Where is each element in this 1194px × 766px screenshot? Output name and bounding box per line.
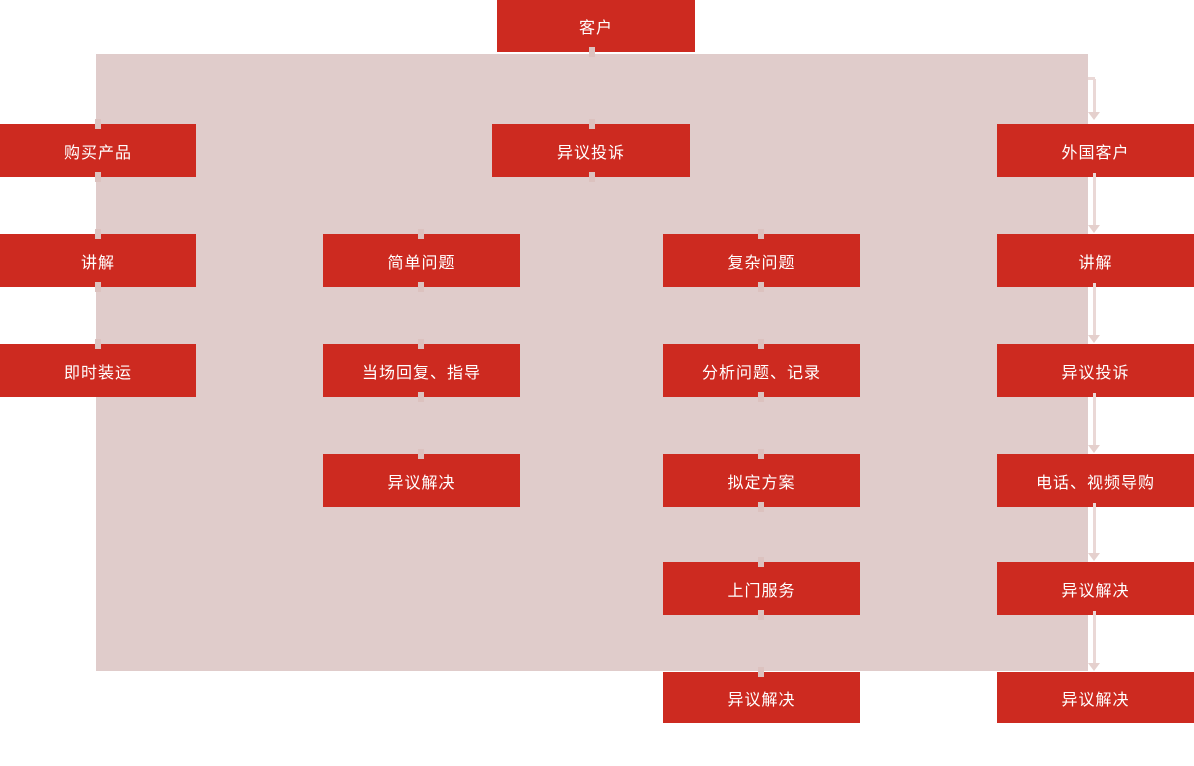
connector-right-4 [1093, 503, 1096, 553]
connector-stub [758, 557, 764, 567]
connector-stub [758, 667, 764, 677]
connector-stub [589, 119, 595, 129]
node-label: 拟定方案 [727, 474, 796, 492]
node-label: 外国客户 [1061, 144, 1130, 162]
connector-stub [418, 339, 424, 349]
node-label: 上门服务 [727, 582, 796, 600]
node-complex-problem[interactable]: 复杂问题 [663, 234, 860, 287]
connector-stub [95, 172, 101, 182]
connector-stub [758, 449, 764, 459]
connector-elbow-vertical [1093, 79, 1096, 112]
connector-stub [418, 282, 424, 292]
node-label: 讲解 [80, 254, 115, 272]
node-onsite-reply-guidance[interactable]: 当场回复、指导 [323, 344, 520, 397]
node-customer[interactable]: 客户 [497, 0, 695, 52]
node-objection-complaint-center[interactable]: 异议投诉 [492, 124, 690, 177]
connector-right-1 [1093, 173, 1096, 225]
node-label: 异议解决 [387, 474, 456, 492]
node-label: 购买产品 [63, 144, 132, 162]
node-simple-problem[interactable]: 简单问题 [323, 234, 520, 287]
arrow-down-icon [1088, 445, 1100, 453]
connector-right-5 [1093, 611, 1096, 663]
connector-stub [758, 502, 764, 512]
connector-right-3 [1093, 393, 1096, 445]
connector-stub [758, 282, 764, 292]
node-draft-plan[interactable]: 拟定方案 [663, 454, 860, 507]
connector-stub [758, 229, 764, 239]
connector-stub [95, 229, 101, 239]
node-buy-product[interactable]: 购买产品 [0, 124, 196, 177]
connector-stub [589, 172, 595, 182]
node-label: 分析问题、记录 [701, 364, 821, 382]
node-label: 异议投诉 [556, 144, 625, 162]
connector-right-2 [1093, 283, 1096, 335]
node-label: 客户 [578, 20, 613, 37]
arrow-down-icon [1088, 553, 1100, 561]
node-label: 异议解决 [1061, 582, 1130, 600]
node-objection-resolved-center-bottom[interactable]: 异议解决 [663, 672, 860, 723]
node-foreign-customer[interactable]: 外国客户 [997, 124, 1194, 177]
connector-stub [418, 392, 424, 402]
node-label: 简单问题 [387, 254, 456, 272]
node-objection-resolved-midleft[interactable]: 异议解决 [323, 454, 520, 507]
node-label: 异议投诉 [1061, 364, 1130, 382]
node-objection-complaint-right[interactable]: 异议投诉 [997, 344, 1194, 397]
connector-stub [589, 47, 595, 57]
connector-stub [758, 610, 764, 620]
connector-stub [758, 392, 764, 402]
connector-stub [758, 339, 764, 349]
arrow-down-icon [1088, 663, 1100, 671]
node-instant-shipment[interactable]: 即时装运 [0, 344, 196, 397]
node-label: 复杂问题 [727, 254, 796, 272]
connector-stub [418, 229, 424, 239]
arrow-down-icon [1088, 112, 1100, 120]
node-analyze-problem-record[interactable]: 分析问题、记录 [663, 344, 860, 397]
node-phone-video-guide[interactable]: 电话、视频导购 [997, 454, 1194, 507]
node-label: 讲解 [1078, 254, 1113, 272]
node-label: 即时装运 [63, 364, 132, 382]
connector-stub [95, 282, 101, 292]
arrow-down-icon [1088, 225, 1100, 233]
node-label: 电话、视频导购 [1035, 474, 1155, 492]
node-label: 异议解决 [727, 691, 796, 709]
node-explain-right[interactable]: 讲解 [997, 234, 1194, 287]
node-door-to-door-service[interactable]: 上门服务 [663, 562, 860, 615]
connector-stub [418, 449, 424, 459]
node-label: 异议解决 [1061, 691, 1130, 709]
node-explain-left[interactable]: 讲解 [0, 234, 196, 287]
node-label: 当场回复、指导 [361, 364, 481, 382]
connector-stub [95, 339, 101, 349]
node-objection-resolved-right-1[interactable]: 异议解决 [997, 562, 1194, 615]
arrow-down-icon [1088, 335, 1100, 343]
node-objection-resolved-right-2[interactable]: 异议解决 [997, 672, 1194, 723]
connector-stub [95, 119, 101, 129]
